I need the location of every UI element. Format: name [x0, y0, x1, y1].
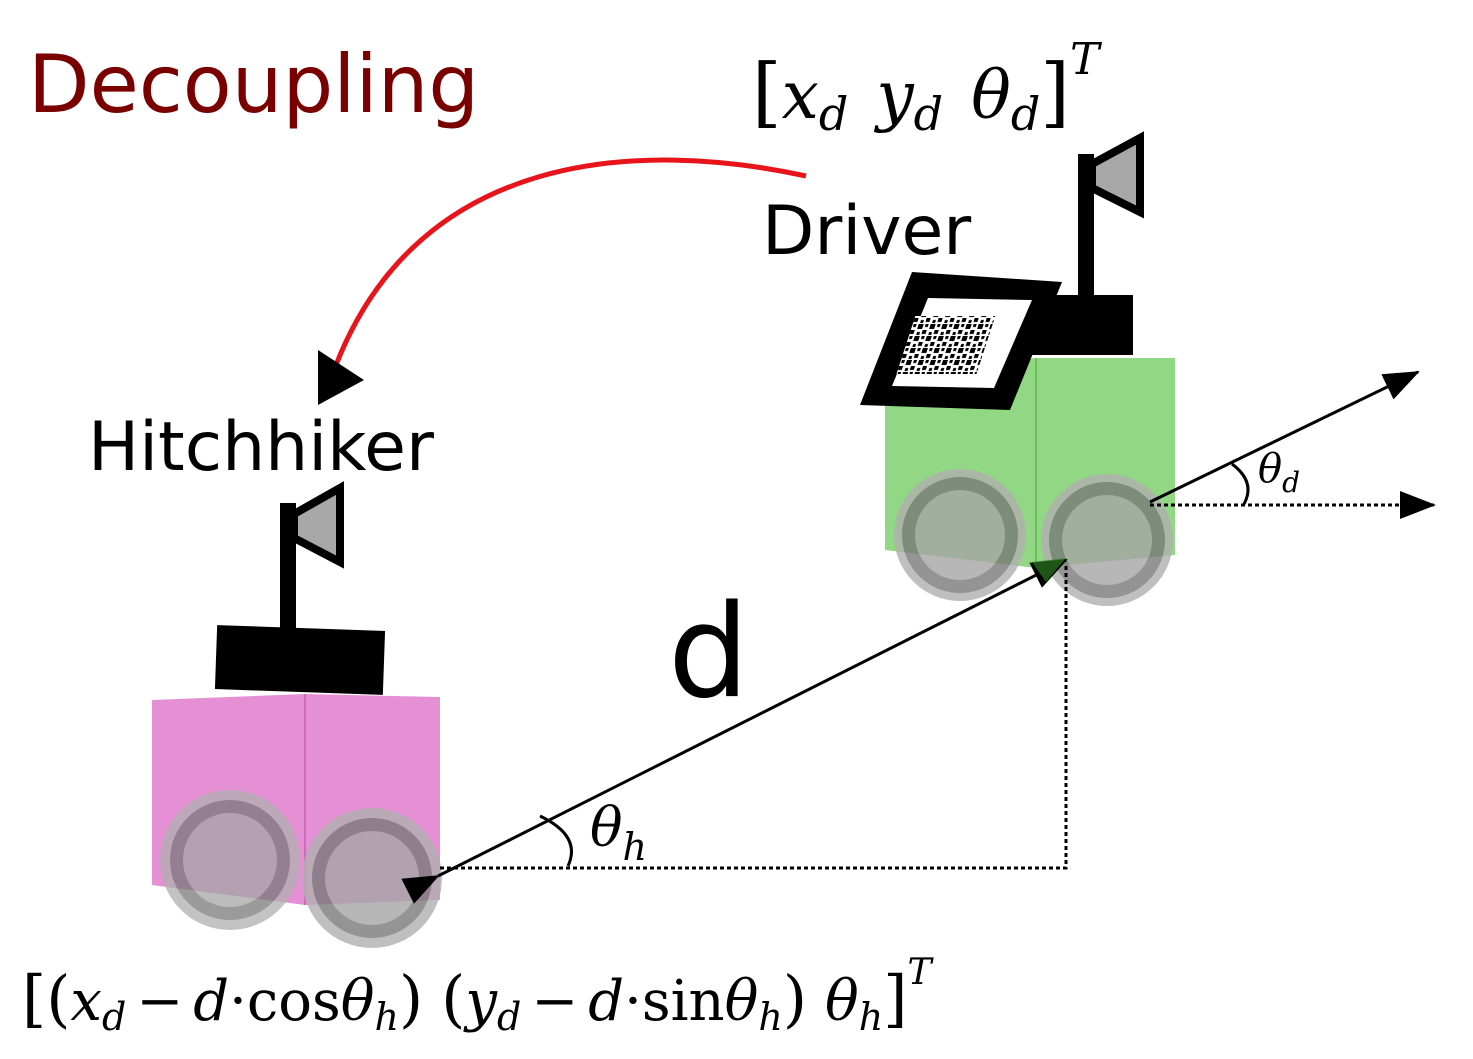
hitchhiker-state-formula: [(xd−d·cosθh)(yd−d·sinθh)θh]T: [22, 952, 934, 1039]
driver-heading-arrow: [1149, 370, 1420, 504]
hitchhiker-wheel-right: [302, 808, 442, 948]
decoupling-arrow: [333, 157, 807, 366]
theta-h-arc: [539, 814, 573, 867]
qr-code-icon: [896, 316, 996, 374]
driver-wheel-left: [894, 469, 1026, 601]
distance-arrow: [401, 558, 1068, 904]
theta-d-arc: [1231, 462, 1250, 505]
offset-dotted-lines: [438, 566, 1068, 870]
hitchhiker-robot: [152, 481, 442, 948]
driver-qr-tag: [860, 272, 1062, 410]
driver-wheel-right: [1041, 474, 1173, 606]
distance-label: d: [668, 578, 749, 727]
hitchhiker-flag: [280, 481, 344, 641]
decoupling-arrowhead: [318, 350, 364, 405]
driver-flag: [1078, 131, 1144, 302]
hitchhiker-label: Hitchhiker: [88, 408, 434, 487]
diagram-title: Decoupling: [28, 38, 479, 131]
theta-d-label: θd: [1258, 446, 1300, 499]
driver-label: Driver: [762, 192, 971, 271]
theta-h-label: θh: [590, 796, 647, 869]
hitchhiker-top-block: [214, 625, 386, 695]
hitchhiker-wheel-left: [160, 790, 300, 930]
distance-arrowhead-green: [1032, 558, 1066, 582]
